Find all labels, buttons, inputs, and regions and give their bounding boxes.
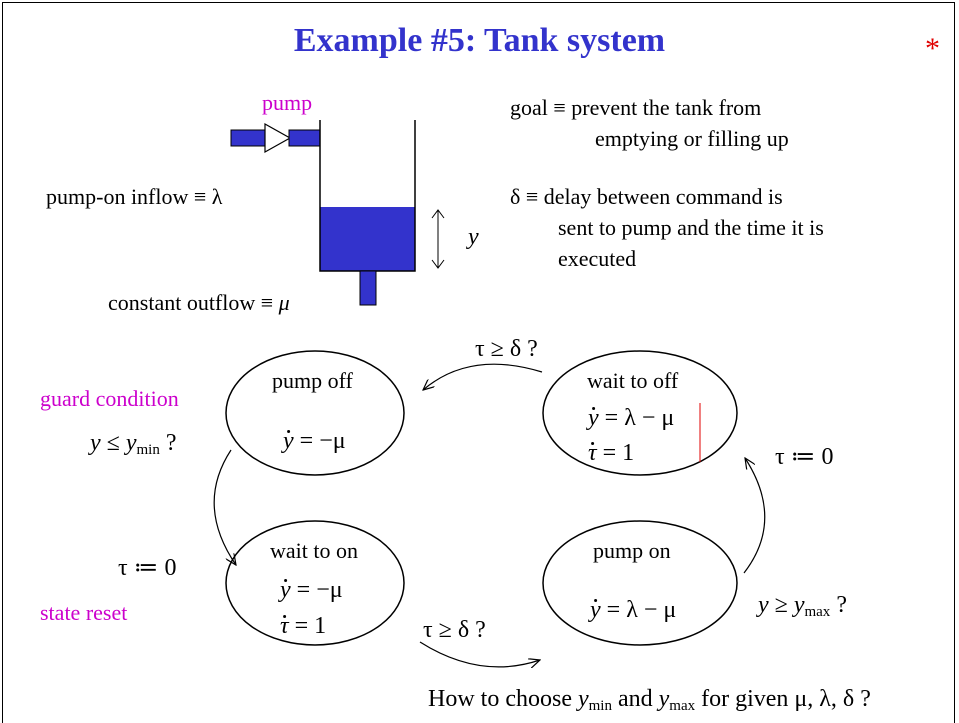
question-text: How to choose ymin and ymax for given μ,… (428, 686, 871, 714)
pump-pipe-right (288, 129, 321, 147)
outflow-label: constant outflow ≡ μ (108, 290, 290, 315)
state-pump-on-ellipse (542, 520, 738, 646)
state-pump-off-name: pump off (272, 368, 353, 393)
arrow-pump-off-to-wait-on (213, 449, 236, 565)
state-wait-to-on-name: wait to on (270, 538, 358, 563)
arrow-pump-on-to-wait-off (743, 458, 766, 574)
star-marker: * (925, 32, 940, 65)
state-pump-off-eq: y = −μ (283, 428, 346, 454)
arrow-wait-on-to-pump-on (419, 641, 540, 667)
pump-label: pump (262, 90, 313, 115)
pump-pipe-left (230, 129, 266, 147)
transition-bottom-guard: τ ≥ δ ? (423, 617, 486, 643)
inflow-label: pump-on inflow ≡ λ (46, 184, 223, 209)
transition-ymax-guard: y ≥ ymax ? (758, 592, 847, 620)
transition-top-guard: τ ≥ δ ? (475, 336, 538, 362)
state-wait-to-on-eq2: τ = 1 (280, 613, 327, 639)
state-wait-to-on-eq1: y = −μ (280, 577, 343, 603)
delta-line-2: sent to pump and the time it is (558, 215, 824, 240)
delta-line-1: δ ≡ delay between command is (510, 184, 783, 209)
transition-reset-right: τ ≔ 0 (775, 444, 834, 470)
state-wait-to-off-eq1: y = λ − μ (588, 405, 675, 431)
transition-reset-left: τ ≔ 0 (118, 555, 177, 581)
delta-line-3: executed (558, 246, 637, 271)
slide-title: Example #5: Tank system (293, 22, 666, 59)
tank-water (320, 207, 415, 271)
state-pump-off-ellipse (225, 350, 405, 476)
level-label: y (468, 224, 479, 250)
goal-line-1: goal ≡ prevent the tank from (510, 95, 762, 120)
pump-icon (264, 122, 292, 154)
goal-line-2: emptying or filling up (595, 126, 789, 151)
transition-ymin-guard: y ≤ ymin ? (90, 430, 177, 458)
outflow-pipe (359, 270, 377, 306)
state-pump-on-name: pump on (593, 538, 671, 563)
guard-condition-label: guard condition (40, 386, 179, 411)
state-wait-to-off-ellipse (542, 350, 738, 476)
state-reset-label: state reset (40, 600, 128, 625)
state-pump-on-eq: y = λ − μ (590, 597, 677, 623)
state-wait-to-on-ellipse (225, 520, 405, 646)
state-wait-to-off-eq2: τ = 1 (588, 440, 635, 466)
state-wait-to-off-name: wait to off (587, 368, 679, 393)
arrow-wait-off-to-pump-off (423, 363, 543, 390)
